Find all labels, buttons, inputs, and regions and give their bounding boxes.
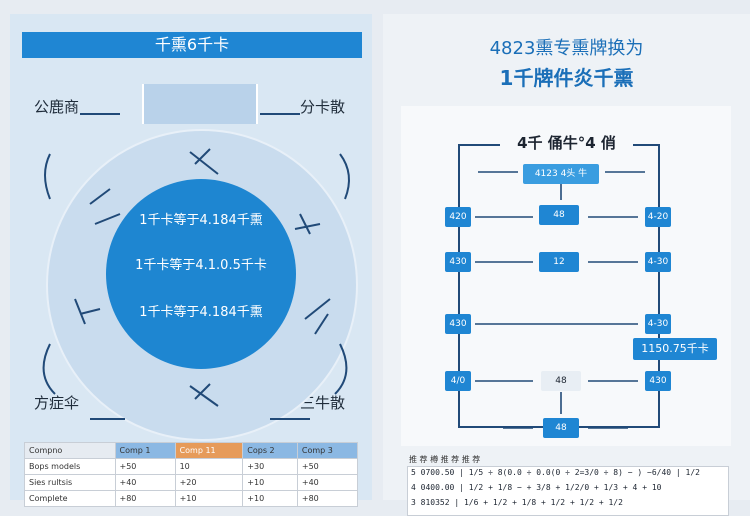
right-table-row: 4 0400.00 | 1/2 + 1/8 − + 3/8 + 1/2/0 + … xyxy=(411,483,662,492)
flow-right-node: 4-30 xyxy=(645,252,671,272)
table-cell: +10 xyxy=(174,490,244,507)
corner-label-bl: 方症伞 xyxy=(34,394,80,412)
flow-center-node: 48 xyxy=(541,371,581,391)
right-infographic-panel: 4823熏专熏牌换为 1千牌件炎千熏 4千 俑牛°4 俏 4123 4头 牛 4… xyxy=(383,14,750,516)
table-cell: +40 xyxy=(296,474,359,491)
flow-center-node: 12 xyxy=(539,252,579,272)
table-cell: +80 xyxy=(114,490,176,507)
flow-left-node: 420 xyxy=(445,207,471,227)
table-cell: 10 xyxy=(174,458,244,475)
table-cell: Complete xyxy=(24,490,116,507)
glyph-ur-icon xyxy=(294,213,321,235)
table-header-cell: Comp 11 xyxy=(174,442,244,459)
ring-arrows xyxy=(42,113,350,420)
table-cell: +50 xyxy=(114,458,176,475)
right-table-row: 5 0700.50 | 1/5 ÷ 8(0.0 ÷ 0.0(0 ÷ 2=3/0 … xyxy=(411,468,700,477)
table-cell: +10 xyxy=(242,490,298,507)
flow-right-node: 4-20 xyxy=(645,207,671,227)
glyph-bottom-icon xyxy=(189,383,219,407)
table-cell: +50 xyxy=(296,458,359,475)
table-cell: +40 xyxy=(114,474,176,491)
flow-top-node: 4123 4头 牛 xyxy=(523,164,599,184)
flow-frame-left xyxy=(458,144,460,426)
arrow-right-lower-icon xyxy=(334,343,348,395)
core-line-1: 1千卡等于4.184千熏 xyxy=(139,213,263,228)
flow-left-node: 4/0 xyxy=(445,371,471,391)
table-cell: +80 xyxy=(296,490,359,507)
core-line-2: 1千卡等于4.1.0.5千卡 xyxy=(135,258,267,273)
corner-label-br: 三牛散 xyxy=(300,394,346,412)
table-cell: +10 xyxy=(242,474,298,491)
table-header-cell: Compno xyxy=(24,442,116,459)
flow-right-node: 4-30 xyxy=(645,314,671,334)
corner-label-tl: 公鹿商 xyxy=(34,98,80,116)
table-cell: Bops models xyxy=(24,458,116,475)
right-title-line-1: 4823熏专熏牌换为 xyxy=(489,38,644,59)
left-infographic-panel: 千熏6千卡 公鹿商 分卡散 方症伞 三牛散 1千卡等于4.184千熏 1千卡等于… xyxy=(10,14,372,507)
right-table-title: 推 荐 樽 推 荐 推 荐 xyxy=(409,455,481,464)
core-line-3: 1千卡等于4.184千熏 xyxy=(139,305,263,320)
arrow-right-upper-icon xyxy=(339,153,350,200)
right-table-row: 3 810352 | 1/6 + 1/2 + 1/8 + 1/2 + 1/2 +… xyxy=(411,498,623,507)
table-cell: +20 xyxy=(174,474,244,491)
flow-connectors xyxy=(475,171,645,429)
flow-frame-top-left xyxy=(458,144,500,146)
top-tab-strip xyxy=(142,84,258,124)
flow-center-node: 48 xyxy=(539,205,579,225)
glyph-top-icon xyxy=(189,148,219,175)
flow-title: 4千 俑牛°4 俏 xyxy=(517,134,616,152)
flow-right-node: 430 xyxy=(645,371,671,391)
left-table: Compno Comp 1 Comp 11 Cops 2 Comp 3 Bops… xyxy=(24,442,359,507)
flow-left-node: 430 xyxy=(445,314,471,334)
table-cell: +30 xyxy=(242,458,298,475)
core-circle xyxy=(106,179,296,369)
flow-frame-top-right xyxy=(633,144,660,146)
flow-frame-right xyxy=(658,144,660,426)
corner-label-tr: 分卡散 xyxy=(300,98,346,116)
glyph-ul-icon xyxy=(89,188,121,225)
callout-badge: 1150.75千卡 xyxy=(633,338,717,360)
glyph-ll-icon xyxy=(74,298,101,325)
arrow-left-lower-icon xyxy=(42,343,56,395)
table-header-cell: Comp 3 xyxy=(296,442,359,459)
left-banner: 千熏6千卡 xyxy=(22,32,362,58)
table-cell: Sies rultsis xyxy=(24,474,116,491)
right-title-line-2: 1千牌件炎千熏 xyxy=(499,66,634,90)
flow-center-node: 48 xyxy=(543,418,579,438)
table-header-cell: Cops 2 xyxy=(242,442,298,459)
glyph-lr-icon xyxy=(304,298,331,335)
flow-left-node: 430 xyxy=(445,252,471,272)
table-header-cell: Comp 1 xyxy=(114,442,176,459)
arrow-left-upper-icon xyxy=(44,153,51,200)
